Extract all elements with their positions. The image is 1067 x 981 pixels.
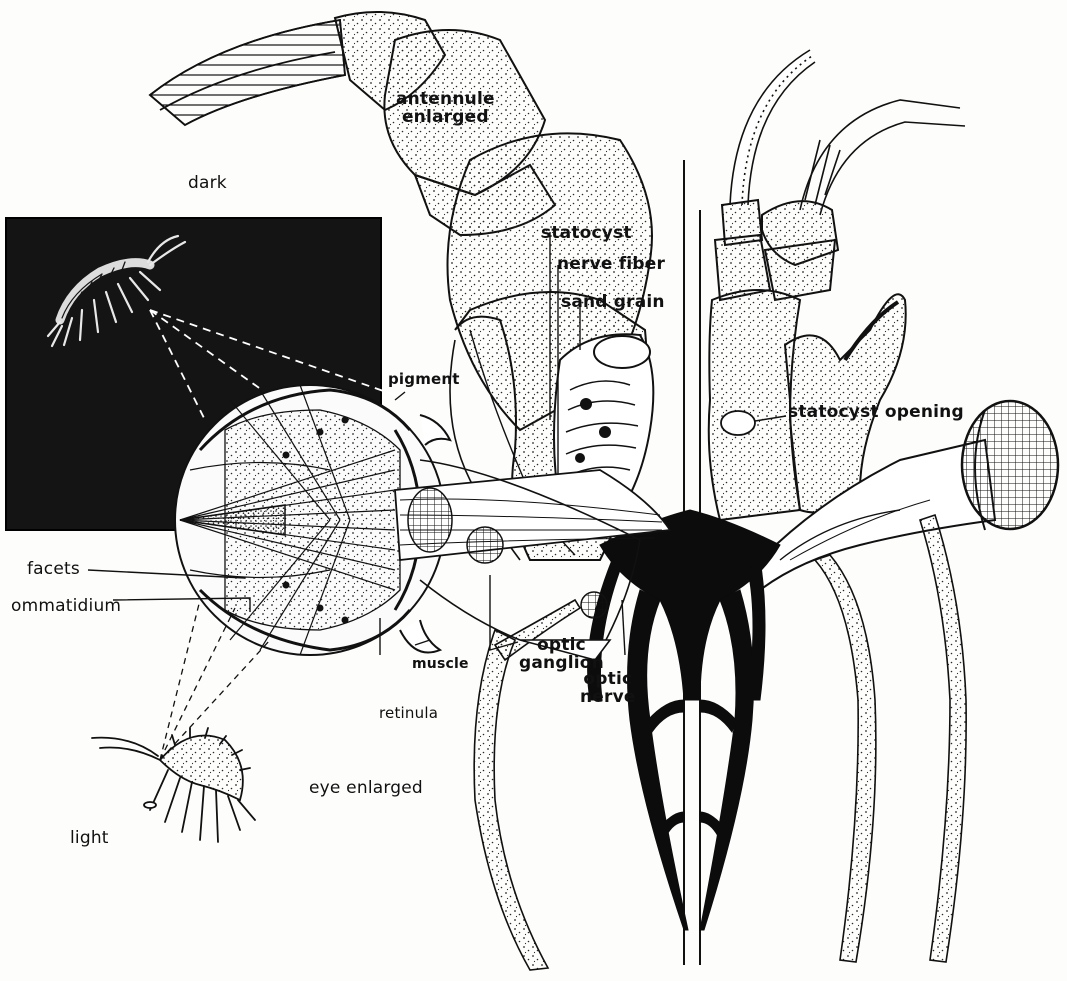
label-eye-enlarged: eye enlarged bbox=[309, 780, 423, 797]
label-facets: facets bbox=[27, 561, 80, 578]
label-sand-grain: sand grain bbox=[561, 294, 665, 311]
retinula-mass bbox=[408, 488, 452, 552]
label-antennule-line-2: enlarged bbox=[396, 109, 495, 127]
label-retinula: retinula bbox=[379, 706, 438, 721]
right-antenna-segments bbox=[715, 200, 838, 300]
label-optic-ganglion: optic ganglion bbox=[519, 637, 604, 673]
statocyst-opening-icon bbox=[721, 411, 755, 435]
label-muscle: muscle bbox=[412, 657, 469, 671]
label-statocyst-opening: statocyst opening bbox=[788, 404, 964, 421]
label-pigment: pigment bbox=[388, 372, 460, 387]
label-light: light bbox=[70, 830, 109, 847]
label-nerve-fiber: nerve fiber bbox=[557, 256, 665, 273]
right-antenna-flagella bbox=[730, 50, 965, 215]
antennule-flagellum bbox=[150, 20, 345, 125]
label-optic-nerve-line-2: nerve bbox=[580, 689, 636, 707]
label-optic-nerve: optic nerve bbox=[580, 671, 636, 707]
optic-ganglion-icon bbox=[467, 527, 503, 563]
label-antennule-enlarged: antennule enlarged bbox=[396, 91, 495, 127]
label-statocyst: statocyst bbox=[541, 225, 632, 242]
label-dark: dark bbox=[188, 175, 227, 192]
label-ommatidium: ommatidium bbox=[11, 598, 121, 615]
amphipod-in-light-icon bbox=[92, 728, 255, 842]
